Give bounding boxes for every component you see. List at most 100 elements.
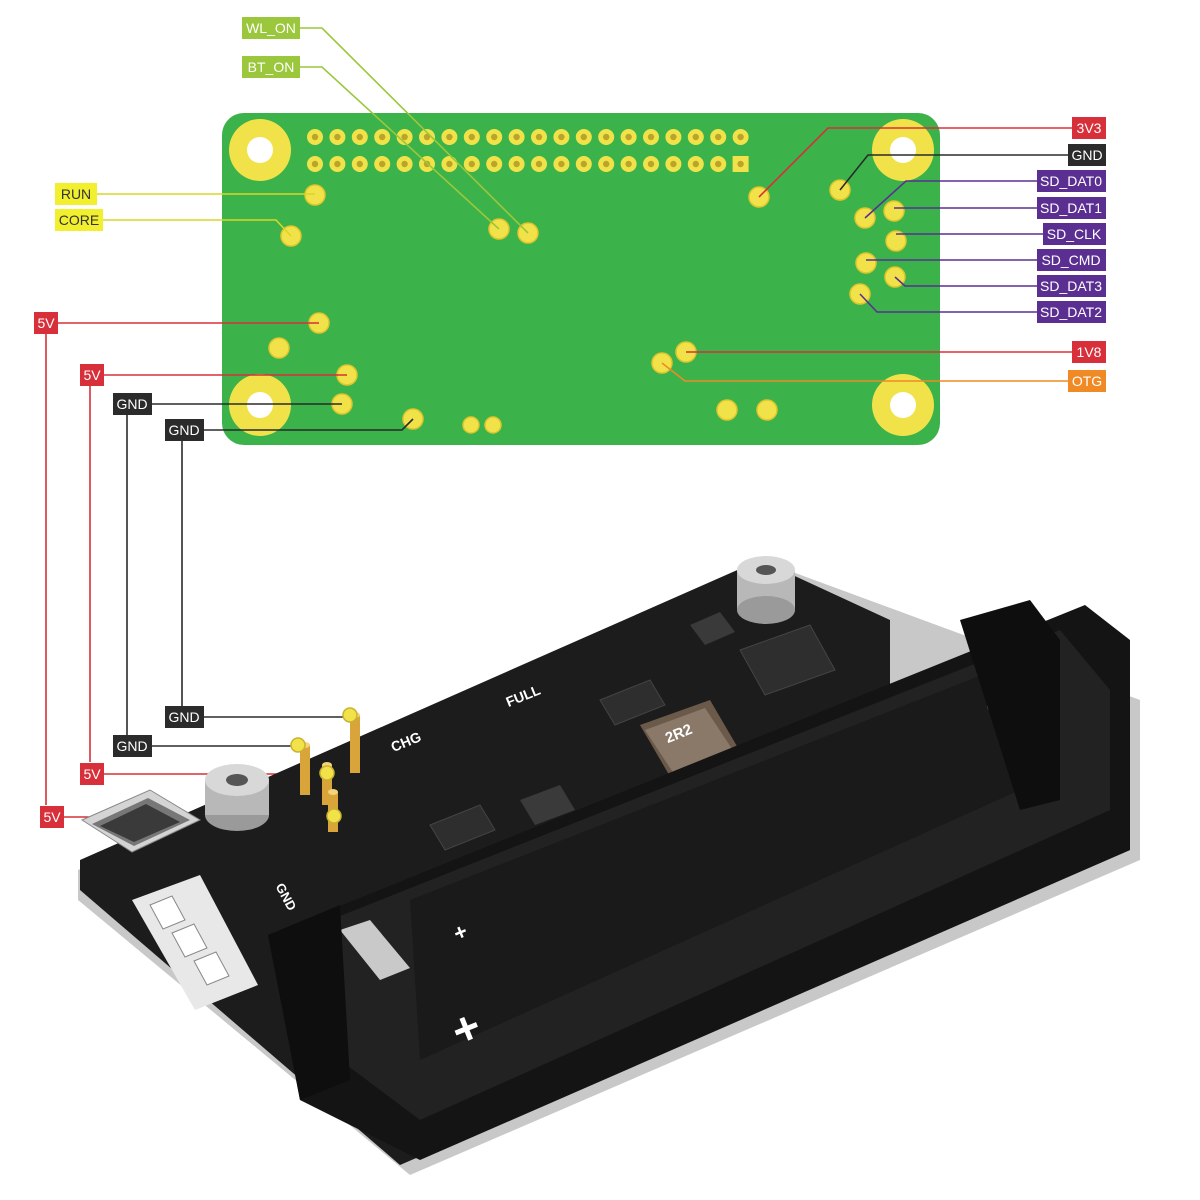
pad-misc-4	[716, 399, 738, 421]
gpio-pad-hole	[558, 160, 565, 168]
gpio-pad-hole	[737, 133, 744, 141]
gpio-pad-hole	[356, 160, 363, 168]
label-gnd-b: GND	[165, 419, 204, 441]
gpio-pad-hole	[513, 160, 520, 168]
gpio-pad-hole	[491, 133, 498, 141]
label-sd-dat1: SD_DAT1	[1037, 197, 1106, 219]
svg-text:CORE: CORE	[59, 212, 99, 228]
gpio-pad-hole	[580, 133, 587, 141]
gpio-pad-hole	[401, 133, 408, 141]
pad-sd-clk	[885, 230, 907, 252]
gpio-header	[307, 129, 749, 172]
components: 2R2	[429, 612, 836, 851]
label-sd-dat0: SD_DAT0	[1037, 170, 1106, 192]
gpio-pad-hole	[468, 160, 475, 168]
usb-c-port	[80, 789, 202, 853]
pad-misc-3	[484, 416, 502, 434]
svg-text:SD_DAT1: SD_DAT1	[1040, 200, 1102, 216]
gpio-pad-hole	[468, 133, 475, 141]
gpio-pad-hole	[715, 133, 722, 141]
gpio-pad-hole	[670, 160, 677, 168]
battery-shield-board: 2R2 CHG FULL GND + +	[78, 556, 1140, 1175]
svg-text:GND: GND	[168, 709, 199, 725]
svg-text:SD_CMD: SD_CMD	[1041, 252, 1100, 268]
gpio-pad-hole	[401, 160, 408, 168]
label-sd-dat2: SD_DAT2	[1037, 301, 1106, 323]
pad-sd-cmd	[855, 252, 877, 274]
mounting-hole-tl	[229, 119, 291, 181]
label-otg: OTG	[1068, 370, 1106, 392]
label-core: CORE	[55, 209, 103, 231]
mounting-hole-br	[872, 374, 934, 436]
svg-text:SD_DAT0: SD_DAT0	[1040, 173, 1102, 189]
battery-holder: + +	[268, 600, 1130, 1160]
gpio-pad-hole	[625, 133, 632, 141]
svg-text:3V3: 3V3	[1077, 120, 1102, 136]
label-bt-on: BT_ON	[242, 56, 300, 78]
label-gnd-right: GND	[1068, 144, 1106, 166]
svg-text:5V: 5V	[37, 315, 55, 331]
svg-text:SD_CLK: SD_CLK	[1047, 226, 1102, 242]
label-1v8: 1V8	[1072, 341, 1106, 363]
gpio-pad-hole	[692, 160, 699, 168]
svg-text:BT_ON: BT_ON	[248, 59, 295, 75]
gpio-pad-hole	[647, 160, 655, 168]
standoff-left	[205, 764, 269, 831]
gpio-pad-hole	[356, 133, 363, 141]
label-3v3: 3V3	[1072, 117, 1106, 139]
gpio-pad-hole	[603, 133, 610, 141]
pin-labels: WL_ON BT_ON RUN CORE 5V 5V GND	[34, 17, 1106, 828]
svg-text:GND: GND	[1071, 147, 1102, 163]
gpio-pad-hole	[625, 160, 632, 168]
svg-text:GND: GND	[168, 422, 199, 438]
svg-text:WL_ON: WL_ON	[246, 20, 296, 36]
label-5v-b: 5V	[80, 364, 104, 386]
svg-text:5V: 5V	[43, 809, 61, 825]
gpio-pad-hole	[334, 133, 341, 141]
svg-text:GND: GND	[116, 738, 147, 754]
gpio-pad-hole	[715, 160, 722, 168]
label-run: RUN	[55, 183, 97, 205]
pad-run	[304, 184, 326, 206]
gpio-pad-hole	[692, 133, 699, 141]
label-bottom-5v-a: 5V	[80, 763, 104, 785]
label-gnd-a: GND	[113, 393, 152, 415]
pad-misc-5	[756, 399, 778, 421]
gpio-pad-hole	[670, 133, 677, 141]
label-sd-clk: SD_CLK	[1043, 223, 1106, 245]
gpio-pad-hole	[737, 160, 744, 168]
label-wl-on: WL_ON	[242, 17, 300, 39]
label-bottom-gnd-b: GND	[113, 735, 152, 757]
leader-lines-top	[58, 27, 1072, 431]
svg-text:1V8: 1V8	[1077, 344, 1102, 360]
gpio-pad-hole	[446, 160, 453, 168]
svg-text:GND: GND	[116, 396, 147, 412]
label-bottom-5v-b: 5V	[40, 806, 64, 828]
svg-text:RUN: RUN	[61, 186, 91, 202]
mounting-hole-tr	[872, 119, 934, 181]
standoff-top	[737, 556, 795, 624]
gpio-pad-hole	[603, 160, 610, 168]
pad-misc	[268, 337, 290, 359]
svg-text:SD_DAT3: SD_DAT3	[1040, 278, 1102, 294]
label-sd-dat3: SD_DAT3	[1037, 275, 1106, 297]
gpio-pad-hole	[446, 133, 453, 141]
label-5v-a: 5V	[34, 312, 58, 334]
svg-text:5V: 5V	[83, 367, 101, 383]
gpio-pad-hole	[535, 160, 543, 168]
mounting-hole-bl	[229, 374, 291, 436]
pi-zero-board	[222, 113, 940, 445]
svg-text:SD_DAT2: SD_DAT2	[1040, 304, 1102, 320]
gpio-pad-hole	[379, 160, 386, 168]
pogo-targets	[290, 707, 358, 824]
label-bottom-gnd-a: GND	[165, 706, 204, 728]
gpio-pad-hole	[311, 160, 319, 168]
gpio-pad-hole	[423, 133, 431, 141]
gpio-pad-hole	[647, 133, 655, 141]
gpio-pad-hole	[379, 133, 386, 141]
gpio-pad-hole	[558, 133, 565, 141]
svg-text:OTG: OTG	[1072, 373, 1102, 389]
led-indicators	[132, 875, 258, 1010]
gpio-pad-hole	[491, 160, 498, 168]
